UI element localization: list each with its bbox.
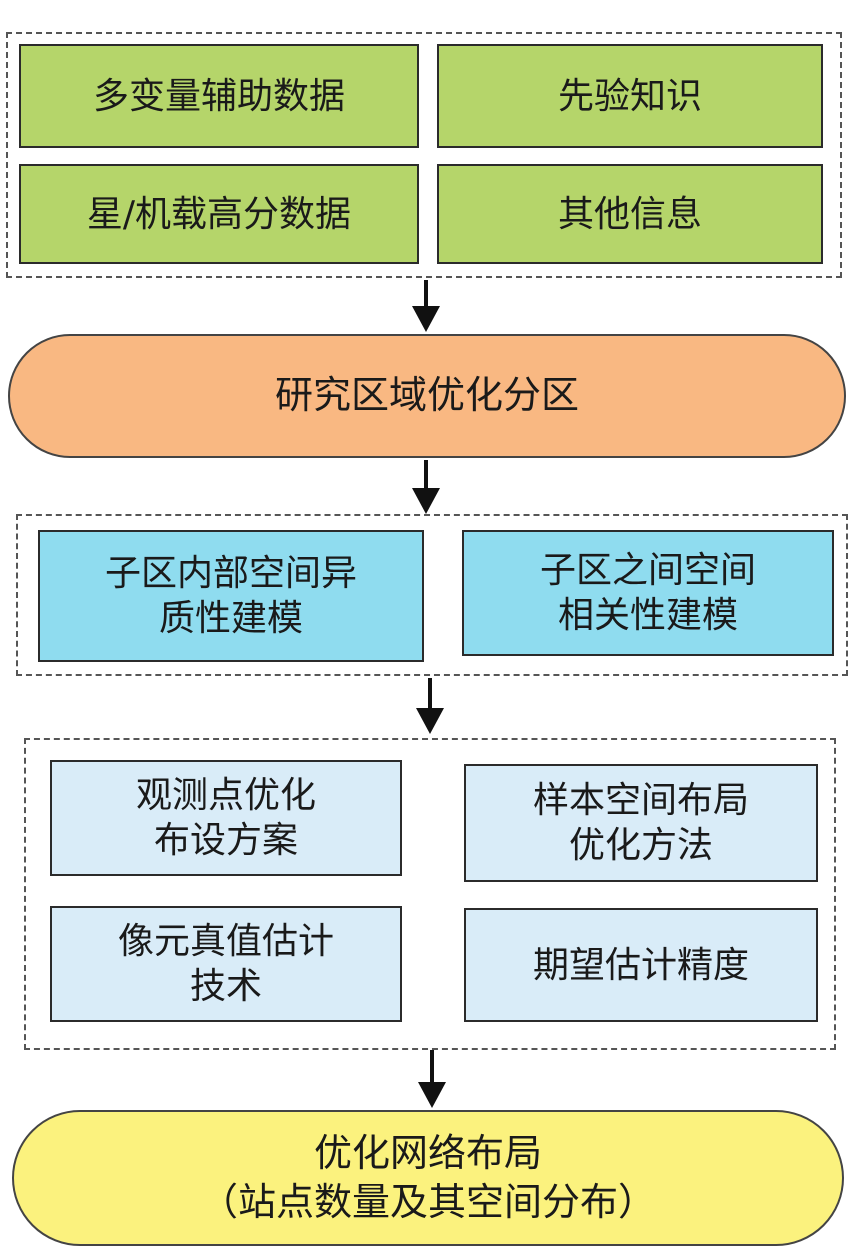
expected-accuracy-box: 期望估计精度	[464, 908, 818, 1022]
pixel-truth-line2: 技术	[189, 966, 262, 1007]
other-information-label: 其他信息	[557, 193, 702, 235]
observation-point-line2: 布设方案	[153, 820, 298, 861]
expected-accuracy-label: 期望估计精度	[532, 944, 749, 986]
inter-subregion-correlation-box: 子区之间空间 相关性建模	[462, 530, 834, 656]
down-arrow-icon	[416, 678, 444, 734]
multivariate-auxiliary-data-box: 多变量辅助数据	[19, 44, 419, 148]
other-information-box: 其他信息	[437, 164, 823, 264]
down-arrow-icon	[412, 460, 440, 514]
intra-subregion-line2: 质性建模	[158, 598, 303, 639]
optimized-network-line1: 优化网络布局	[313, 1130, 542, 1175]
multivariate-auxiliary-data-label: 多变量辅助数据	[92, 75, 345, 117]
optimized-network-layout-pill: 优化网络布局 （站点数量及其空间分布）	[12, 1110, 844, 1246]
input-data-group	[6, 32, 842, 278]
prior-knowledge-box: 先验知识	[437, 44, 823, 148]
pixel-truth-estimation-box: 像元真值估计 技术	[50, 906, 402, 1022]
down-arrow-icon	[412, 280, 440, 332]
study-area-partition-label: 研究区域优化分区	[274, 373, 579, 418]
sample-space-line2: 优化方法	[568, 825, 713, 866]
pixel-truth-line1: 像元真值估计	[117, 921, 334, 962]
sample-space-line1: 样本空间布局	[532, 780, 749, 821]
optimized-network-line2: （站点数量及其空间分布）	[199, 1180, 656, 1224]
methods-group	[24, 738, 836, 1050]
inter-subregion-line2: 相关性建模	[557, 595, 738, 636]
modeling-group	[16, 514, 848, 676]
study-area-partition-pill: 研究区域优化分区	[8, 334, 846, 458]
down-arrow-icon	[418, 1050, 446, 1108]
intra-subregion-heterogeneity-box: 子区内部空间异 质性建模	[38, 530, 424, 662]
prior-knowledge-label: 先验知识	[557, 75, 702, 117]
sample-space-layout-box: 样本空间布局 优化方法	[464, 764, 818, 882]
inter-subregion-line1: 子区之间空间	[539, 550, 756, 591]
intra-subregion-line1: 子区内部空间异	[104, 553, 357, 594]
high-resolution-data-label: 星/机载高分数据	[86, 193, 352, 235]
high-resolution-data-box: 星/机载高分数据	[19, 164, 419, 264]
observation-point-line1: 观测点优化	[135, 775, 316, 816]
observation-point-layout-box: 观测点优化 布设方案	[50, 760, 402, 876]
